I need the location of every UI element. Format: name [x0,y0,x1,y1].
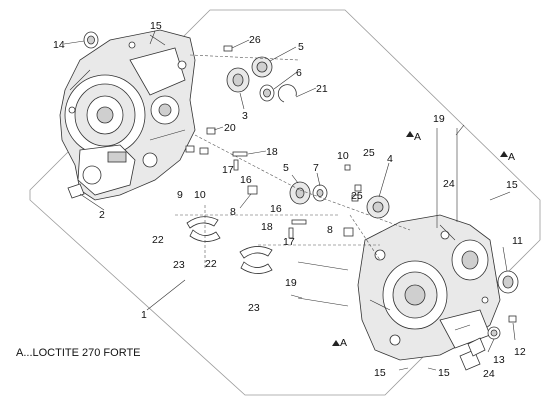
callout-9: 9 [177,189,183,201]
callout-25b: 25 [351,190,363,202]
callout-5b: 5 [283,162,289,174]
plugs-24 [459,337,486,371]
callout-15: 15 [150,20,162,32]
callout-10b: 10 [337,150,349,162]
callout-12: 12 [514,346,526,358]
callout-13: 13 [493,354,505,366]
bearing-upper-3-5-6 [226,56,297,103]
right-crankcase-half [357,214,501,361]
callout-21: 21 [316,83,328,95]
callout-24b: 24 [483,368,495,380]
bearing-mid-5-7-4 [289,181,390,219]
small-parts-10-25 [344,164,362,202]
callout-26: 26 [249,34,261,46]
callout-23: 23 [173,259,185,271]
seal-14 [83,31,99,49]
callout-5: 5 [298,41,304,53]
plug-2 [67,183,85,199]
callout-14: 14 [53,39,65,51]
bushing-8 [247,185,354,237]
callout-labels: 15 14 26 5 6 21 3 20 18 9 10 17 16 8 2 5… [53,20,526,380]
callout-10: 10 [194,189,206,201]
callout-15d: 15 [438,367,450,379]
left-crankcase-half [59,29,196,201]
callout-8b: 8 [327,224,333,236]
callout-18: 18 [266,146,278,158]
callout-19: 19 [433,113,445,125]
diagram-frame [29,9,541,396]
callout-15b: 15 [506,179,518,191]
callout-3: 3 [242,110,248,122]
callout-1: 1 [141,309,147,321]
loctite-markers [332,131,508,346]
callout-8: 8 [230,206,236,218]
callout-11: 11 [512,235,523,247]
callout-23b: 23 [248,302,260,314]
callout-16b: 16 [270,203,282,215]
callout-19b: 19 [285,277,297,289]
loctite-note: A...LOCTITE 270 FORTE [16,347,141,359]
callout-17: 17 [222,164,234,176]
callout-20: 20 [224,122,236,134]
studs-19 [297,128,458,307]
callout-24: 24 [443,178,455,190]
callout-22b: 22 [205,258,217,270]
callout-6: 6 [296,67,302,79]
callout-18b: 18 [261,221,273,233]
callout-4: 4 [387,153,393,165]
seal-11 [497,270,519,294]
callout-15c: 15 [374,367,386,379]
callout-7: 7 [313,162,319,174]
assembly-lines [175,54,411,270]
callout-16: 16 [240,174,252,186]
leader-lines [63,30,516,371]
callout-17b: 17 [283,236,295,248]
callout-2: 2 [99,209,105,221]
callout-25: 25 [363,147,375,159]
dowels-26-20-9 [185,45,233,155]
callout-A3: A [340,337,347,349]
callout-A2: A [508,151,515,163]
callout-22: 22 [152,234,164,246]
callout-A1: A [414,131,421,143]
screws-17-18 [232,151,307,239]
